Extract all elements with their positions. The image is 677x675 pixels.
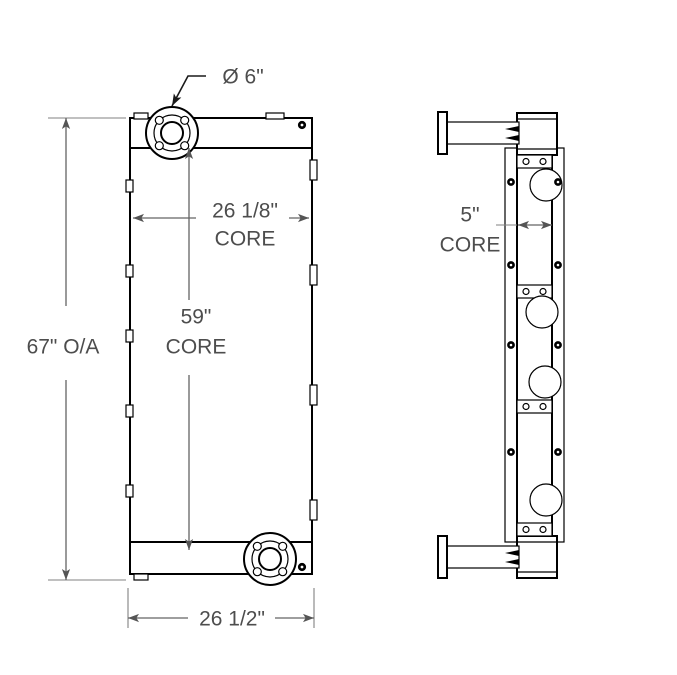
core-height-label: 59" xyxy=(181,306,212,329)
right-mounting-brackets xyxy=(309,159,318,521)
bottom-tab-left xyxy=(133,573,149,581)
side-core-depth-label: 5" xyxy=(460,204,479,227)
side-view-group: 5" CORE xyxy=(437,111,565,579)
core-circle-1 xyxy=(529,168,563,202)
side-bottom-tank xyxy=(516,535,558,579)
core-circle-4 xyxy=(529,483,563,517)
side-core-circles xyxy=(525,168,563,517)
side-top-inlet-pipe xyxy=(437,111,520,155)
overall-width-dimension xyxy=(127,588,315,628)
left-mounting-brackets xyxy=(125,179,134,498)
core-width-label: 26 1/8" xyxy=(212,200,278,223)
side-top-tank xyxy=(516,112,558,156)
side-core-bands xyxy=(516,154,553,537)
band-4 xyxy=(516,522,553,537)
overall-height-label: 67" O/A xyxy=(27,336,100,359)
side-rail-dots xyxy=(507,178,562,456)
bottom-flange-bolt-holes xyxy=(252,541,288,577)
top-tab-left xyxy=(133,112,149,120)
bottom-outlet-flange xyxy=(243,532,297,586)
diameter-label: Ø 6" xyxy=(222,66,263,89)
core-circle-3 xyxy=(528,365,562,399)
band-3 xyxy=(516,399,553,414)
core-width-sublabel: CORE xyxy=(215,228,276,251)
diameter-leader xyxy=(171,75,206,107)
top-flange-bolt-holes xyxy=(154,115,190,151)
core-circle-2 xyxy=(525,295,559,329)
top-tab-right xyxy=(265,112,285,120)
core-height-sublabel: CORE xyxy=(166,336,227,359)
top-inlet-flange xyxy=(145,106,199,160)
side-core-depth-sublabel: CORE xyxy=(440,234,501,257)
side-core-column xyxy=(516,147,553,543)
overall-width-label: 26 1/2" xyxy=(199,608,265,631)
overall-height-dimension xyxy=(48,117,126,581)
band-1 xyxy=(516,154,553,169)
front-core-body xyxy=(129,147,313,543)
side-bottom-outlet-pipe xyxy=(437,535,520,579)
front-view-group: Ø 6" 26 1/8" CORE 59" CORE 67" O/A 26 1/… xyxy=(27,66,318,631)
band-2 xyxy=(516,284,553,299)
